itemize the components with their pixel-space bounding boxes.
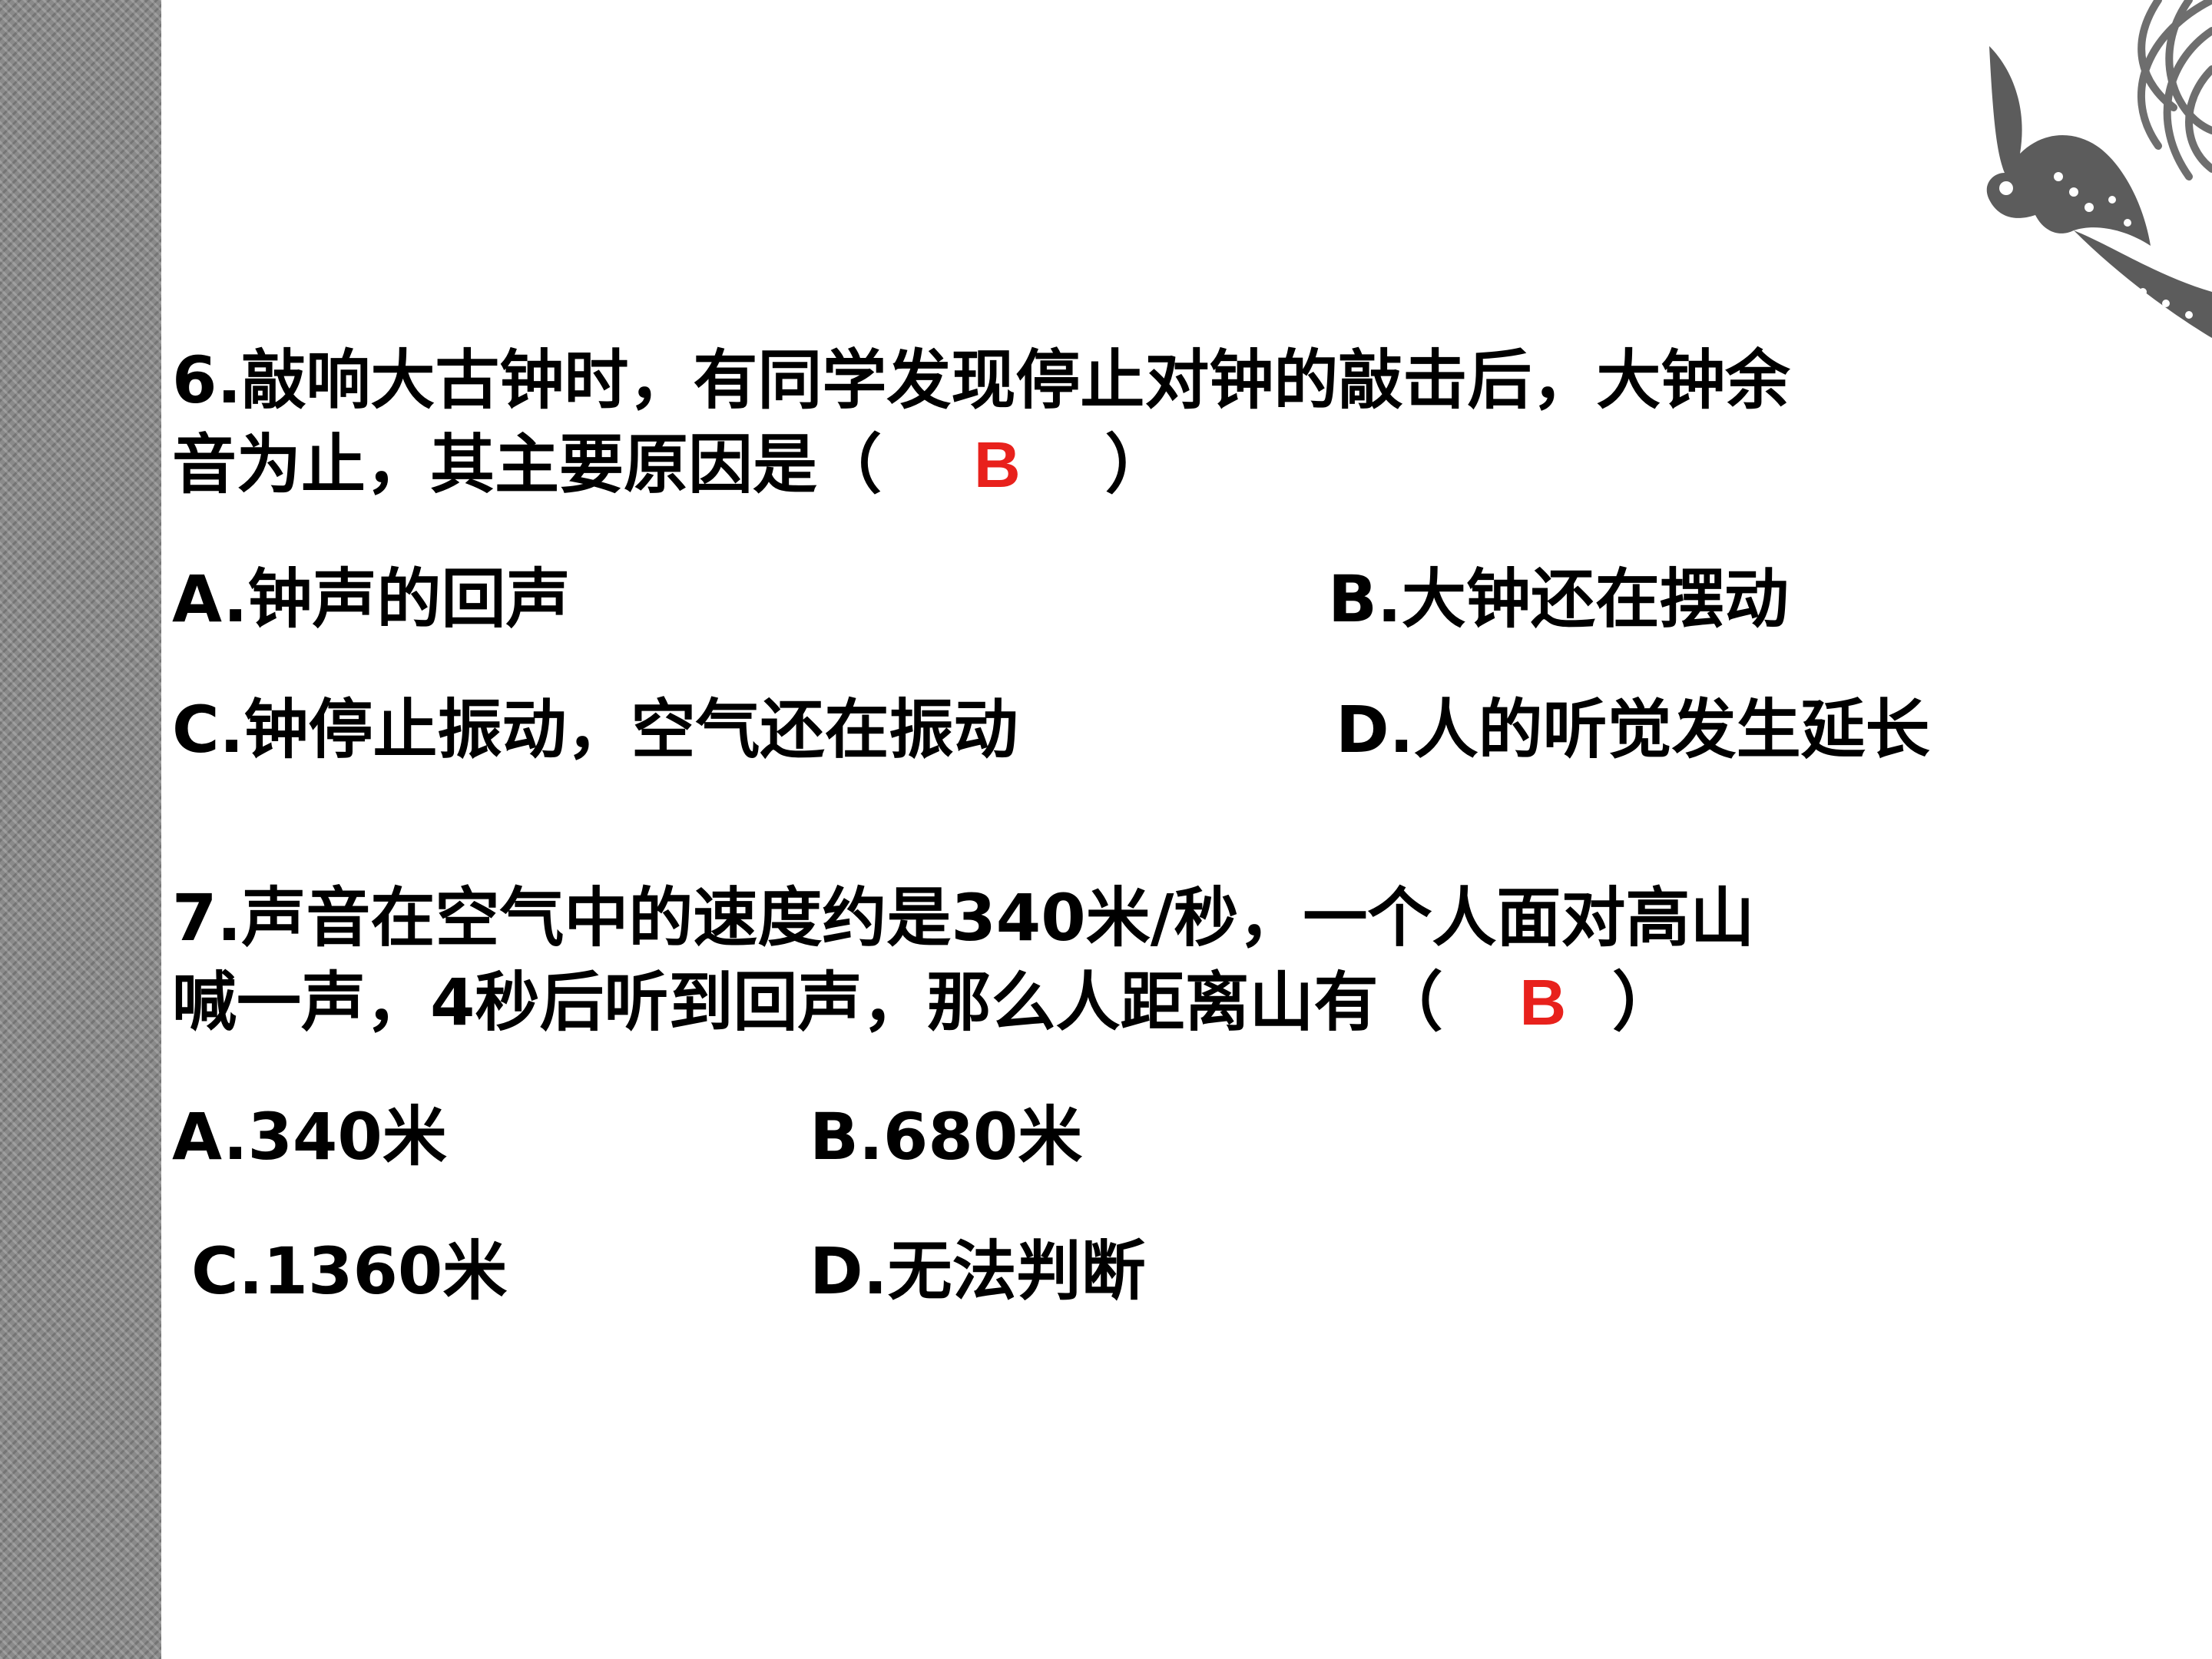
question-7-option-d: D.无法判断 [810, 1233, 1146, 1309]
question-6-option-b: B.大钟还在摆动 [1328, 561, 1789, 637]
question-7-text-line-2: 喊一声，4秒后听到回声，那么人距离山有（ B ） [172, 960, 1677, 1045]
question-6-close-paren: ） [1104, 427, 1170, 502]
phoenix-ornament-icon [1986, 0, 2212, 338]
question-6-option-c: C.钟停止振动，空气还在振动 [172, 692, 1018, 767]
question-7-answer: B [1519, 966, 1567, 1038]
question-6-option-a: A.钟声的回声 [172, 561, 571, 637]
question-7-prompt: 喊一声，4秒后听到回声，那么人距离山有（ [172, 965, 1443, 1040]
question-6-answer: B [974, 429, 1021, 501]
question-7-option-a: A.340米 [172, 1099, 447, 1174]
side-pattern-strip [0, 0, 161, 1659]
question-6-text-line-1: 6.敲响大古钟时，有同学发现停止对钟的敲击后，大钟余 [172, 343, 1790, 418]
question-6-text-line-2: 音为止，其主要原因是（ B ） [172, 422, 1170, 507]
question-6-prompt: 音为止，其主要原因是（ [172, 427, 882, 502]
question-7-text-line-1: 7.声音在空气中的速度约是340米/秒，一个人面对高山 [172, 880, 1755, 955]
question-7-option-b: B.680米 [810, 1099, 1083, 1174]
question-6-option-d: D.人的听觉发生延长 [1336, 692, 1930, 767]
question-7-option-c: C.1360米 [191, 1233, 508, 1309]
question-7-close-paren: ） [1612, 965, 1677, 1040]
